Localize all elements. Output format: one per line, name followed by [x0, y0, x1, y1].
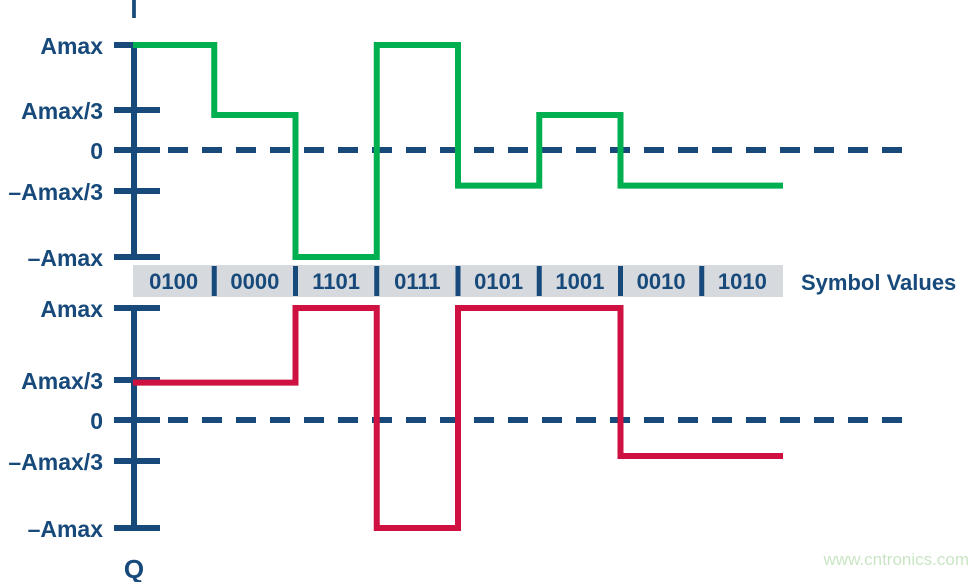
q-waveform-trace: [133, 305, 783, 531]
watermark: www.cntronics.com: [823, 550, 969, 569]
symbol-values-caption: Symbol Values: [801, 270, 956, 295]
q-plot: Amax Amax/3 0 –Amax/3 –Amax Q: [8, 296, 915, 582]
i-axis-label-amax-third: Amax/3: [21, 98, 103, 124]
i-axis-label-zero: 0: [90, 138, 103, 164]
q-axis-name: Q: [124, 554, 144, 582]
q-axis-label-amax: Amax: [40, 296, 103, 322]
i-plot: Amax Amax/3 0 –Amax/3 –Amax I: [8, 0, 915, 271]
q-axis-label-amax-third: Amax/3: [21, 368, 103, 394]
symbol-value-cell: 0111: [394, 269, 441, 294]
q-axis-label-zero: 0: [90, 408, 103, 434]
i-axis-name: I: [130, 0, 137, 24]
symbol-value-cell: 0100: [149, 269, 198, 294]
q-axis-label-neg-amax-third: –Amax/3: [8, 449, 103, 475]
symbol-value-cell: 1001: [555, 269, 604, 294]
symbol-value-cell: 0000: [230, 269, 279, 294]
symbol-value-cell: 1010: [718, 269, 767, 294]
i-waveform-trace: [133, 42, 783, 260]
q-axis-label-neg-amax: –Amax: [28, 516, 104, 542]
symbol-value-cell: 0101: [474, 269, 523, 294]
i-axis-label-neg-amax: –Amax: [28, 245, 104, 271]
symbol-values-band: 0100 0000 1101 0111 0101 1001 0010 1010 Symbol …: [133, 265, 956, 297]
i-axis-label-neg-amax-third: –Amax/3: [8, 179, 103, 205]
symbol-value-cell: 1101: [312, 269, 360, 294]
symbol-cell-group: 0100 0000 1101 0111 0101 1001 0010 1010: [149, 266, 767, 296]
i-axis-label-amax: Amax: [40, 33, 103, 59]
symbol-value-cell: 0010: [637, 269, 686, 294]
